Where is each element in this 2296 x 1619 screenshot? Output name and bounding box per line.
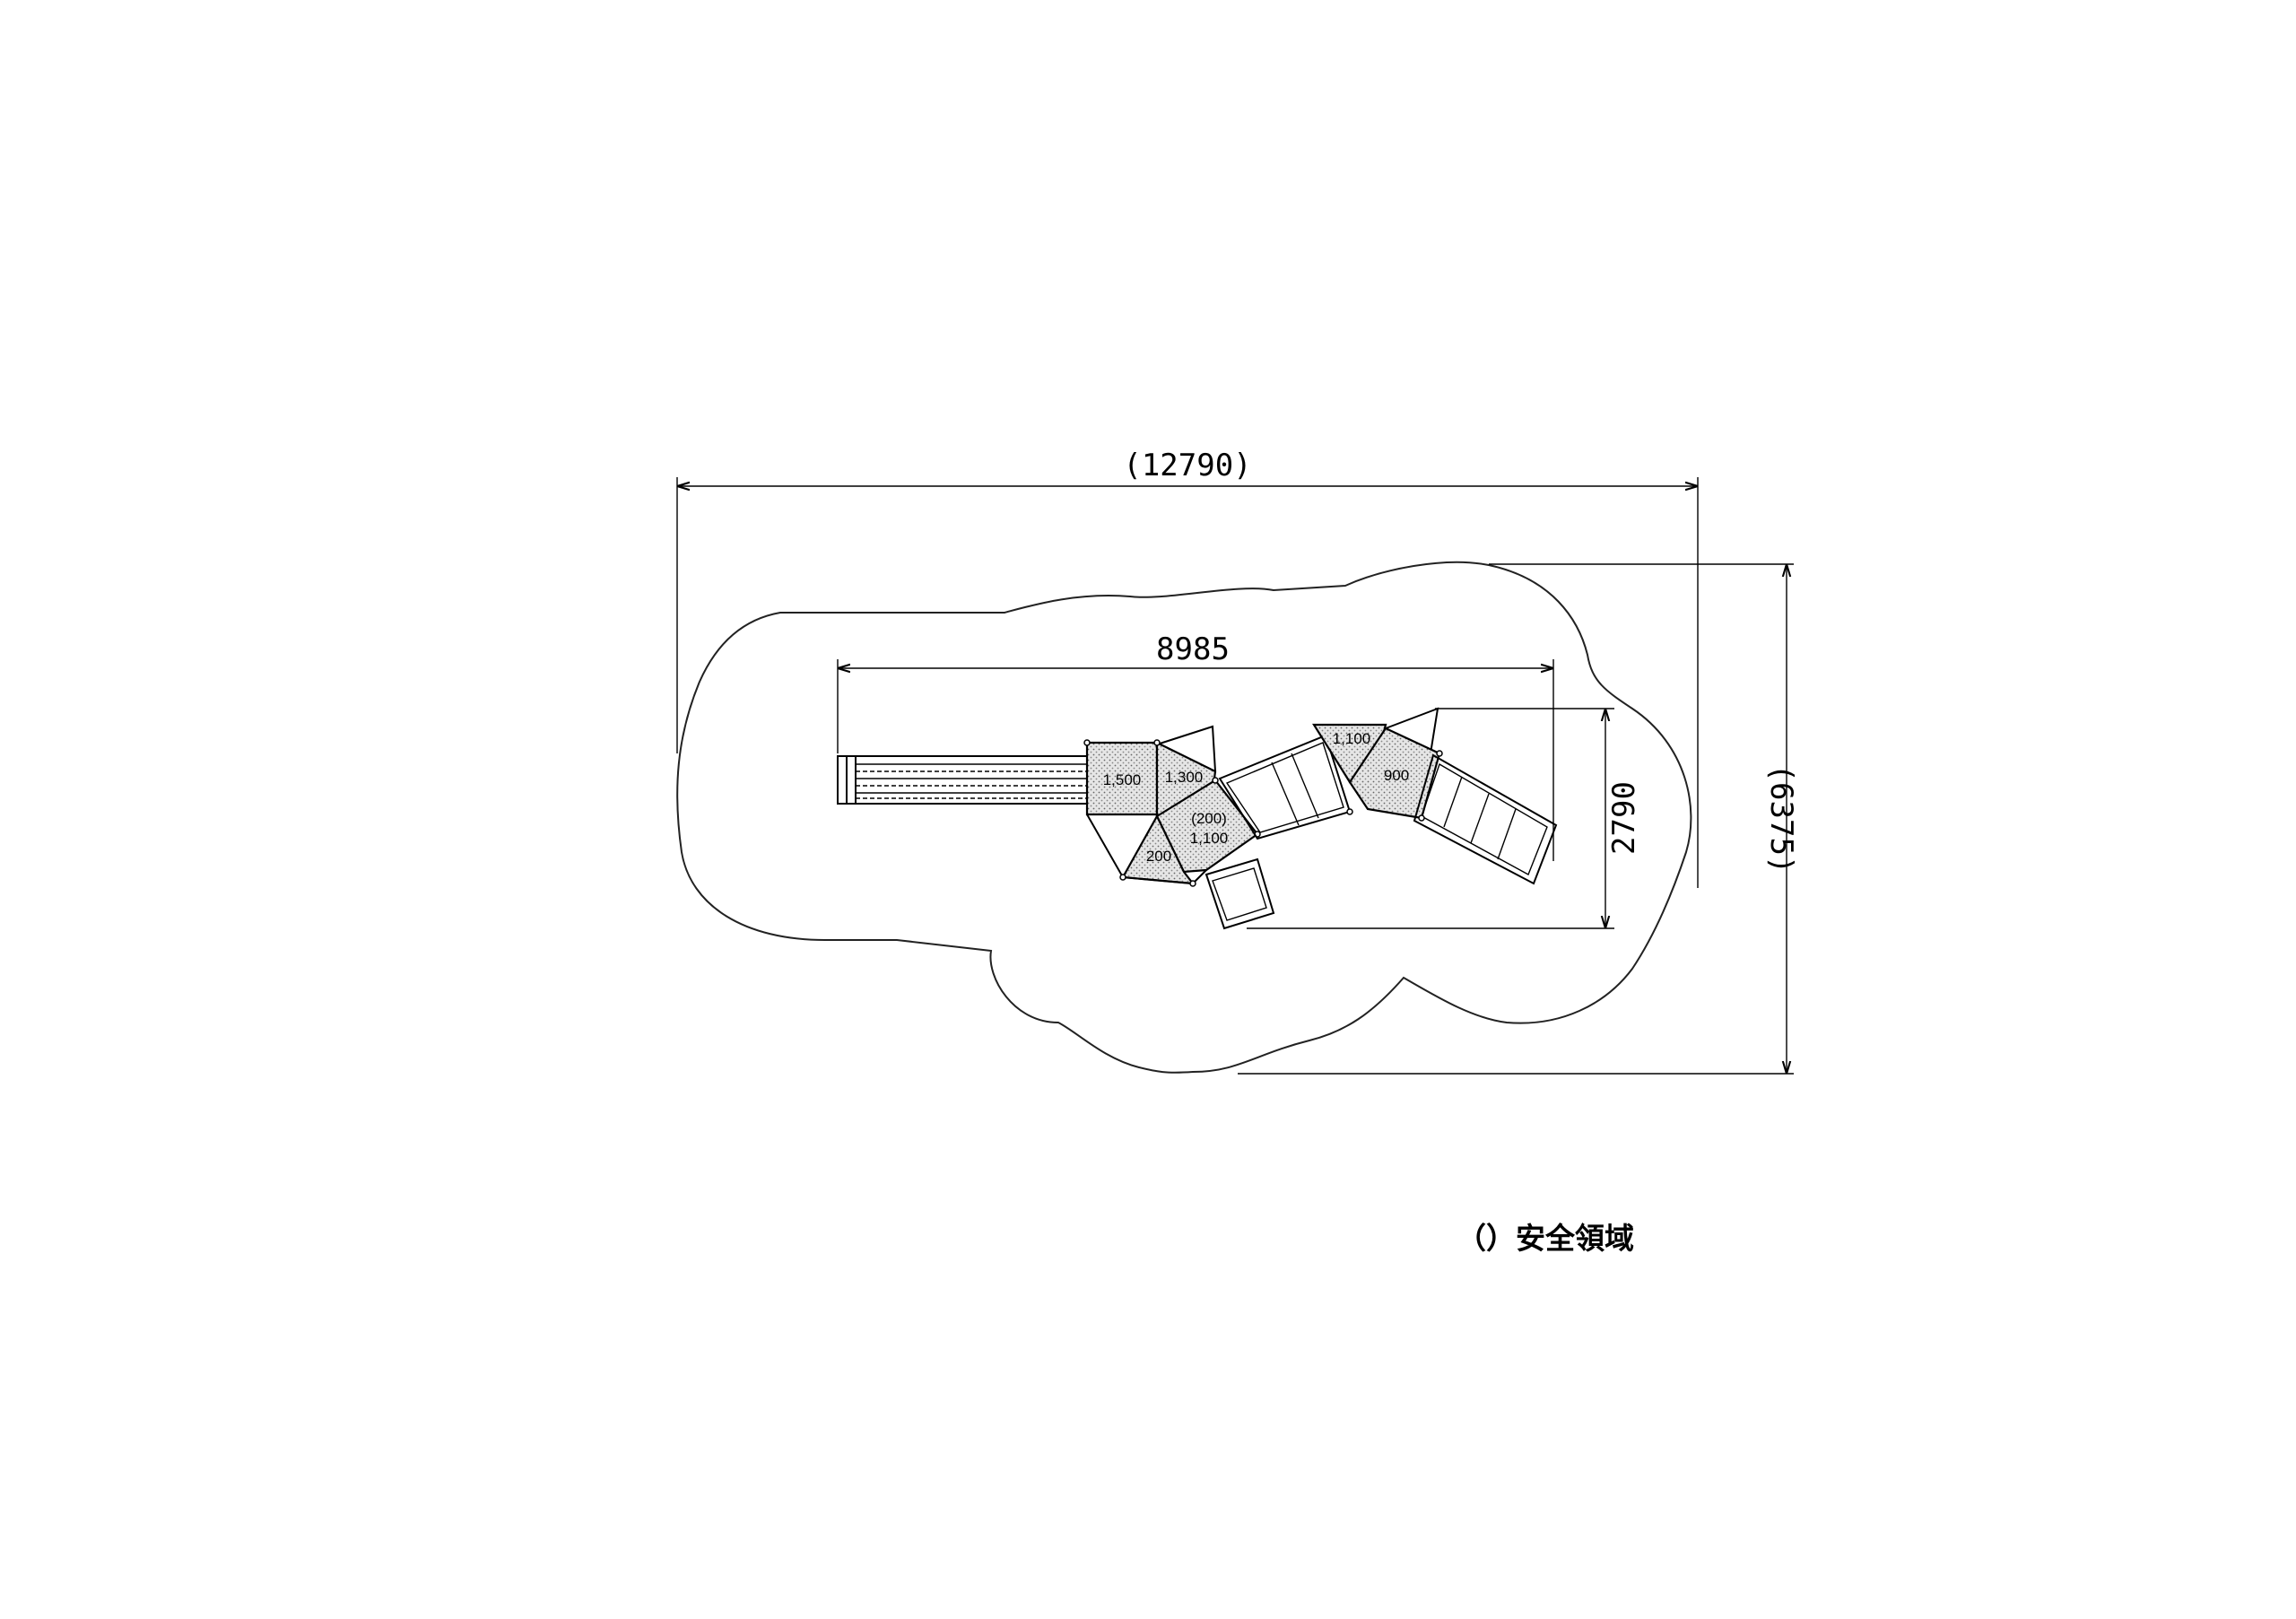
deck-1100-upper-label: 1,100 <box>1333 730 1371 747</box>
overall-depth-dimension: (6375) <box>1238 563 1799 1075</box>
equipment-depth-label: 2790 <box>1606 781 1642 855</box>
deck-1100-label: 1,100 <box>1190 830 1229 847</box>
overall-width-label: (12790) <box>1123 448 1251 483</box>
safety-zone-outline <box>676 561 1692 1074</box>
equipment-width-dimension: 8985 <box>837 631 1554 861</box>
bridge <box>1218 732 1353 840</box>
deck-1300-label: 1,300 <box>1165 769 1204 786</box>
deck-1100-paren-label: (200) <box>1191 810 1227 827</box>
overall-width-dimension: (12790) <box>676 448 1699 888</box>
small-ladder <box>1205 857 1275 930</box>
right-slide <box>1413 750 1558 885</box>
deck-1500-label: 1,500 <box>1103 771 1142 788</box>
equipment-width-label: 8985 <box>1156 631 1230 667</box>
overall-depth-label: (6375) <box>1763 764 1799 875</box>
deck-900-label: 900 <box>1384 767 1409 784</box>
legend-safety-zone: （）安全領域 <box>1457 1221 1634 1256</box>
long-slide <box>837 755 1088 805</box>
equipment-depth-dimension: 2790 <box>1247 708 1642 929</box>
frame-lines <box>1083 739 1261 887</box>
deck-900 <box>1348 727 1441 820</box>
deck-200-label: 200 <box>1146 848 1171 865</box>
